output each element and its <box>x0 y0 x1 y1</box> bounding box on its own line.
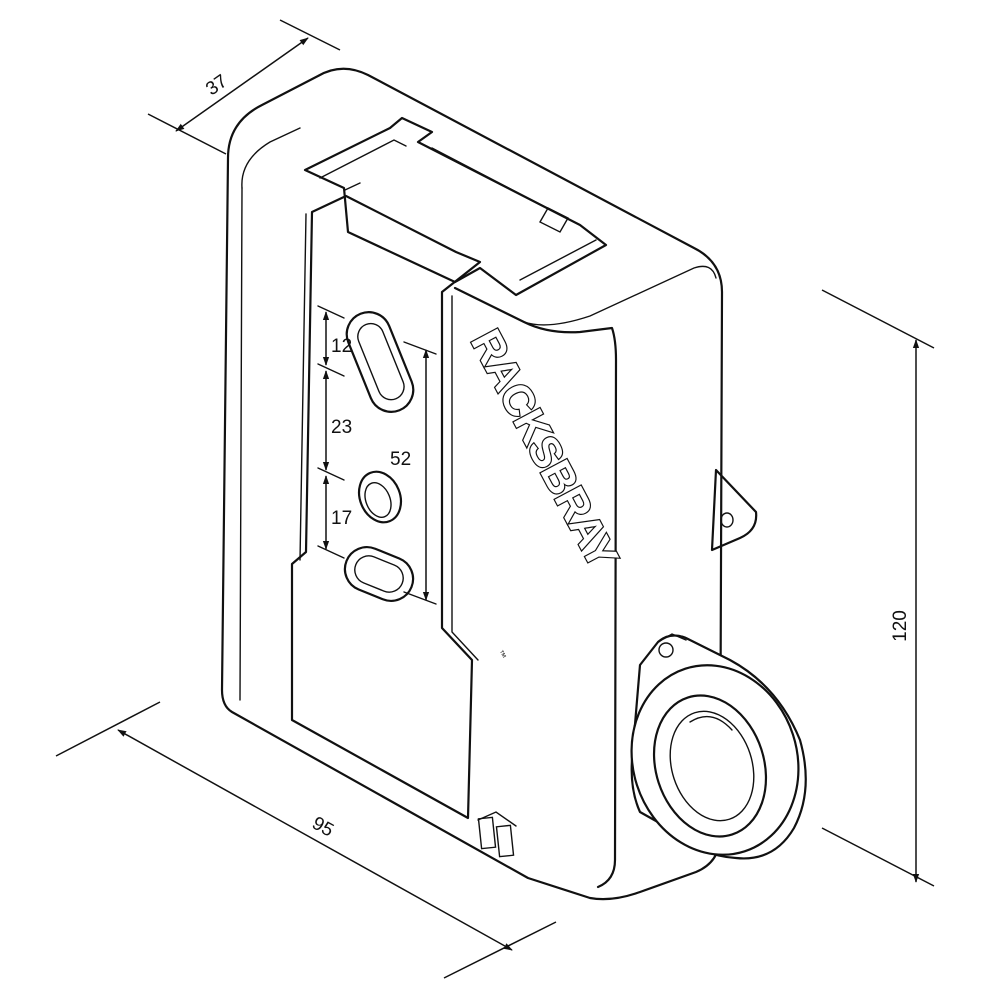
dimension-width-label: 95 <box>308 813 337 842</box>
dimension-hole-spacing-label: 17 <box>331 508 352 529</box>
dimension-height: 120 <box>821 289 935 887</box>
left-side-line <box>239 187 243 701</box>
brand-trademark: ™ <box>495 648 508 661</box>
dimension-overall-span-label: 52 <box>390 449 411 470</box>
dimension-height-label: 120 <box>890 610 911 642</box>
dimension-slot-top-label: 12 <box>331 336 352 357</box>
center-hole <box>357 470 403 524</box>
ear-hole <box>720 512 734 528</box>
bracket-body: RACKSBRAY ™ <box>220 67 807 901</box>
side-ear <box>710 468 758 552</box>
dimension-hole-spacing: 12 23 17 52 <box>317 305 437 605</box>
front-plate-edge <box>299 213 479 661</box>
top-right-edge <box>523 265 717 326</box>
top-tab <box>539 207 569 233</box>
mounting-slots <box>343 311 415 602</box>
left-edge-line <box>241 127 301 189</box>
slot-upper <box>345 311 415 413</box>
slot-lower <box>343 546 415 602</box>
front-plate <box>290 194 482 820</box>
top-recess <box>303 116 608 297</box>
front-right-face <box>453 286 618 889</box>
ring-clamp <box>630 633 807 860</box>
dimension-slot-spacing-label: 23 <box>331 417 352 438</box>
top-recess-inner <box>319 139 597 281</box>
